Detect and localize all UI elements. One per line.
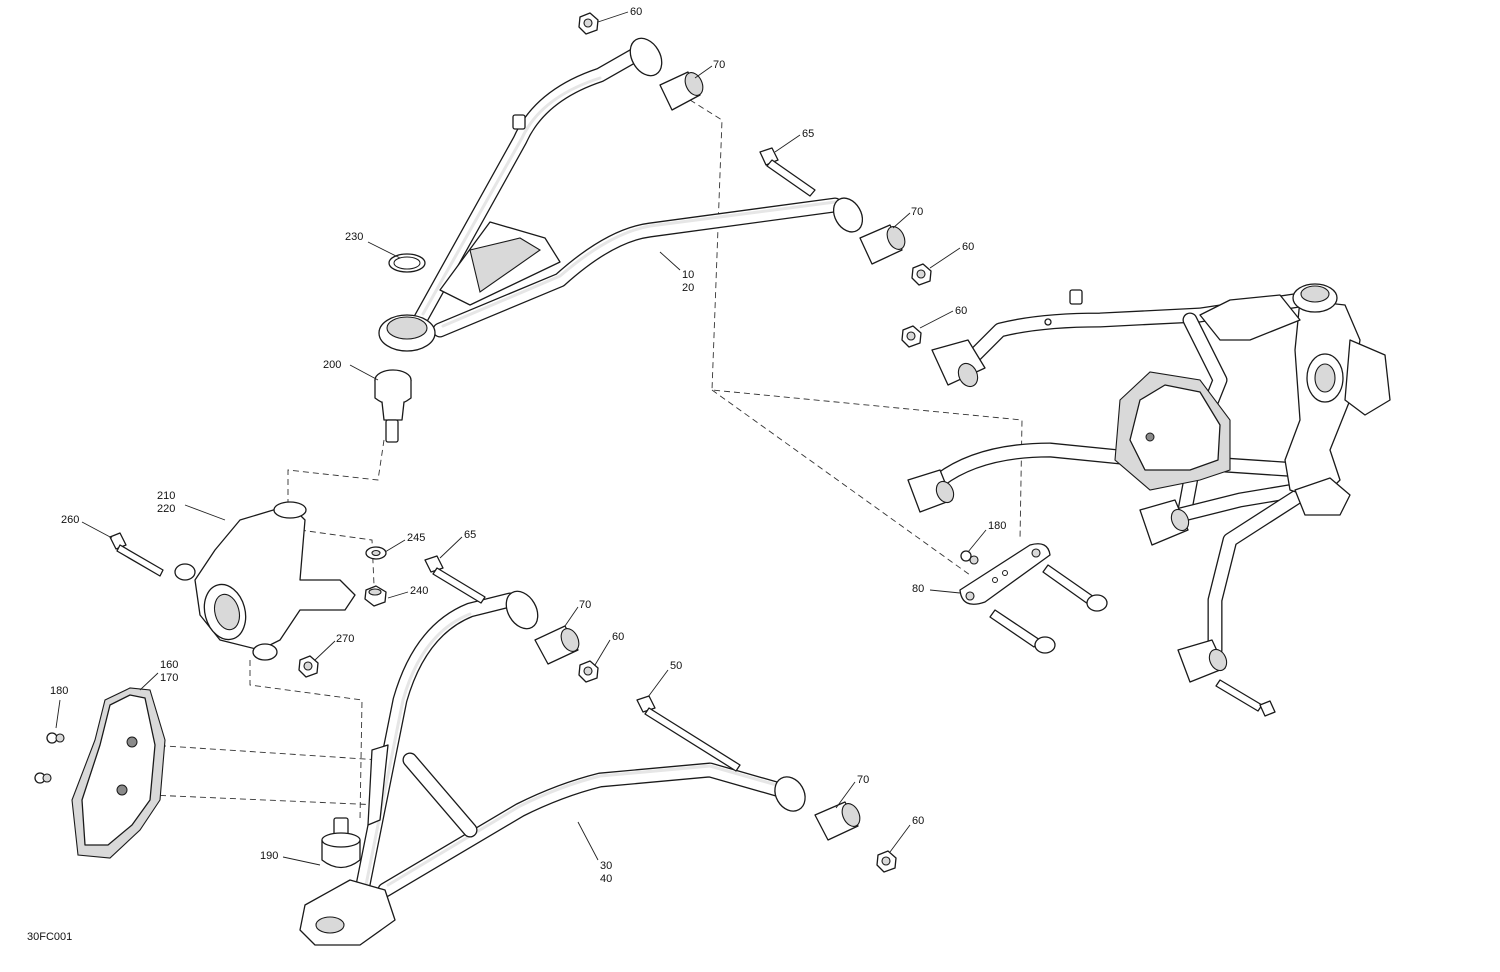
lower-ball-joint [321,817,361,869]
callout-170: 170 [160,672,178,684]
lower-a-arm [299,590,806,946]
callout-leaders [55,11,987,866]
callout-200: 200 [323,359,341,371]
upper-bushing-rear [859,224,906,265]
callout-80: 80 [912,583,924,595]
callout-60: 60 [912,815,924,827]
callout-40: 40 [600,873,612,885]
upper-bushing-front [659,71,704,111]
callout-190: 190 [260,850,278,862]
callout-65: 65 [464,529,476,541]
callout-180: 180 [50,685,68,697]
callout-30: 30 [600,860,612,872]
washer-245 [365,546,387,560]
lower-bushing-rear [814,801,861,841]
lower-bushing-front [534,625,580,665]
callout-60: 60 [630,6,642,18]
nut-60-lower-rear [876,850,897,873]
nut-60-assembled [901,325,922,348]
nut-60-top [578,12,599,35]
callout-70: 70 [713,59,725,71]
callout-160: 160 [160,659,178,671]
callout-20: 20 [682,282,694,294]
callout-10: 10 [682,269,694,281]
callout-60: 60 [955,305,967,317]
circlip-ring-inner [393,256,421,270]
callout-65: 65 [802,128,814,140]
upper-a-arm [378,37,864,352]
screw-180-right [960,550,979,565]
callout-245: 245 [407,532,425,544]
steering-knuckle [174,501,356,661]
callout-260: 260 [61,514,79,526]
drawing-code: 30FC001 [27,931,72,943]
bolt-260 [109,532,164,577]
callout-270: 270 [336,633,354,645]
skid-plate [71,687,166,859]
callout-60: 60 [962,241,974,253]
callout-70: 70 [911,206,923,218]
callout-230: 230 [345,231,363,243]
pin-bolt-lower [989,609,1056,654]
callout-60: 60 [612,631,624,643]
upper-ball-joint [374,369,412,443]
bolt-65-lower [424,555,486,604]
callout-70: 70 [857,774,869,786]
assembly-guide-lines [149,99,1023,821]
callout-220: 220 [157,503,175,515]
assembled-suspension-view [907,283,1391,717]
pin-bolt-upper [1042,564,1108,612]
bolt-65-upper [759,147,816,197]
bolt-50 [636,695,741,772]
nut-270 [298,655,319,678]
screw-180-left [34,732,65,784]
callout-70: 70 [579,599,591,611]
callout-210: 210 [157,490,175,502]
callout-labels: 60 70 65 70 60 230 10 20 200 60 210 220 … [27,6,1006,943]
callout-50: 50 [670,660,682,672]
callout-180: 180 [988,520,1006,532]
nut-60-lower-front [578,660,599,683]
callout-240: 240 [410,585,428,597]
bracket-plate-80 [959,543,1051,605]
nut-240 [364,585,387,607]
nut-60-upper-rear [911,263,932,286]
